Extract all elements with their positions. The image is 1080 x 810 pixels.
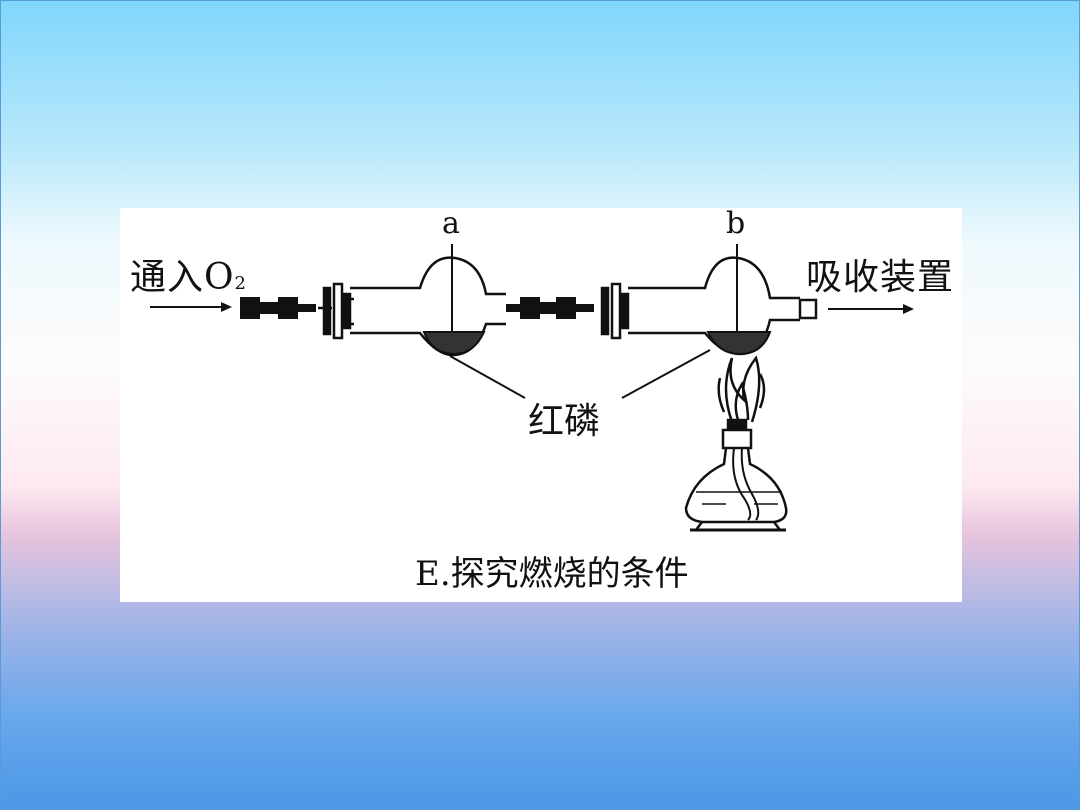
phosphorus-leader-lines [449,349,711,399]
inlet-label-subscript: 2 [234,273,247,294]
point-b-label: b [726,206,746,241]
tube-bulb-a [342,256,506,357]
left-flange [318,282,352,340]
phosphorus-a [422,331,486,356]
figure-caption: E.探究燃烧的条件 [415,554,689,594]
red-phosphorus-label: 红磷 [528,401,601,442]
middle-coupling [506,297,594,319]
inlet-label: 通入O2 [130,248,247,300]
inlet-label-text: 通入O [130,257,235,298]
apparatus-diagram [150,244,914,532]
phosphorus-b [706,331,772,356]
figure-panel: 通入O2 吸收装置 a b 红磷 E.探究燃烧的条件 [120,206,962,602]
outlet-label: 吸收装置 [806,257,955,298]
right-flange [600,282,630,340]
flame [717,355,766,423]
point-a-label: a [442,206,460,241]
alcohol-lamp [684,418,788,532]
outlet-arrow [828,304,914,314]
left-coupling [240,297,316,319]
inlet-arrow [150,302,232,312]
